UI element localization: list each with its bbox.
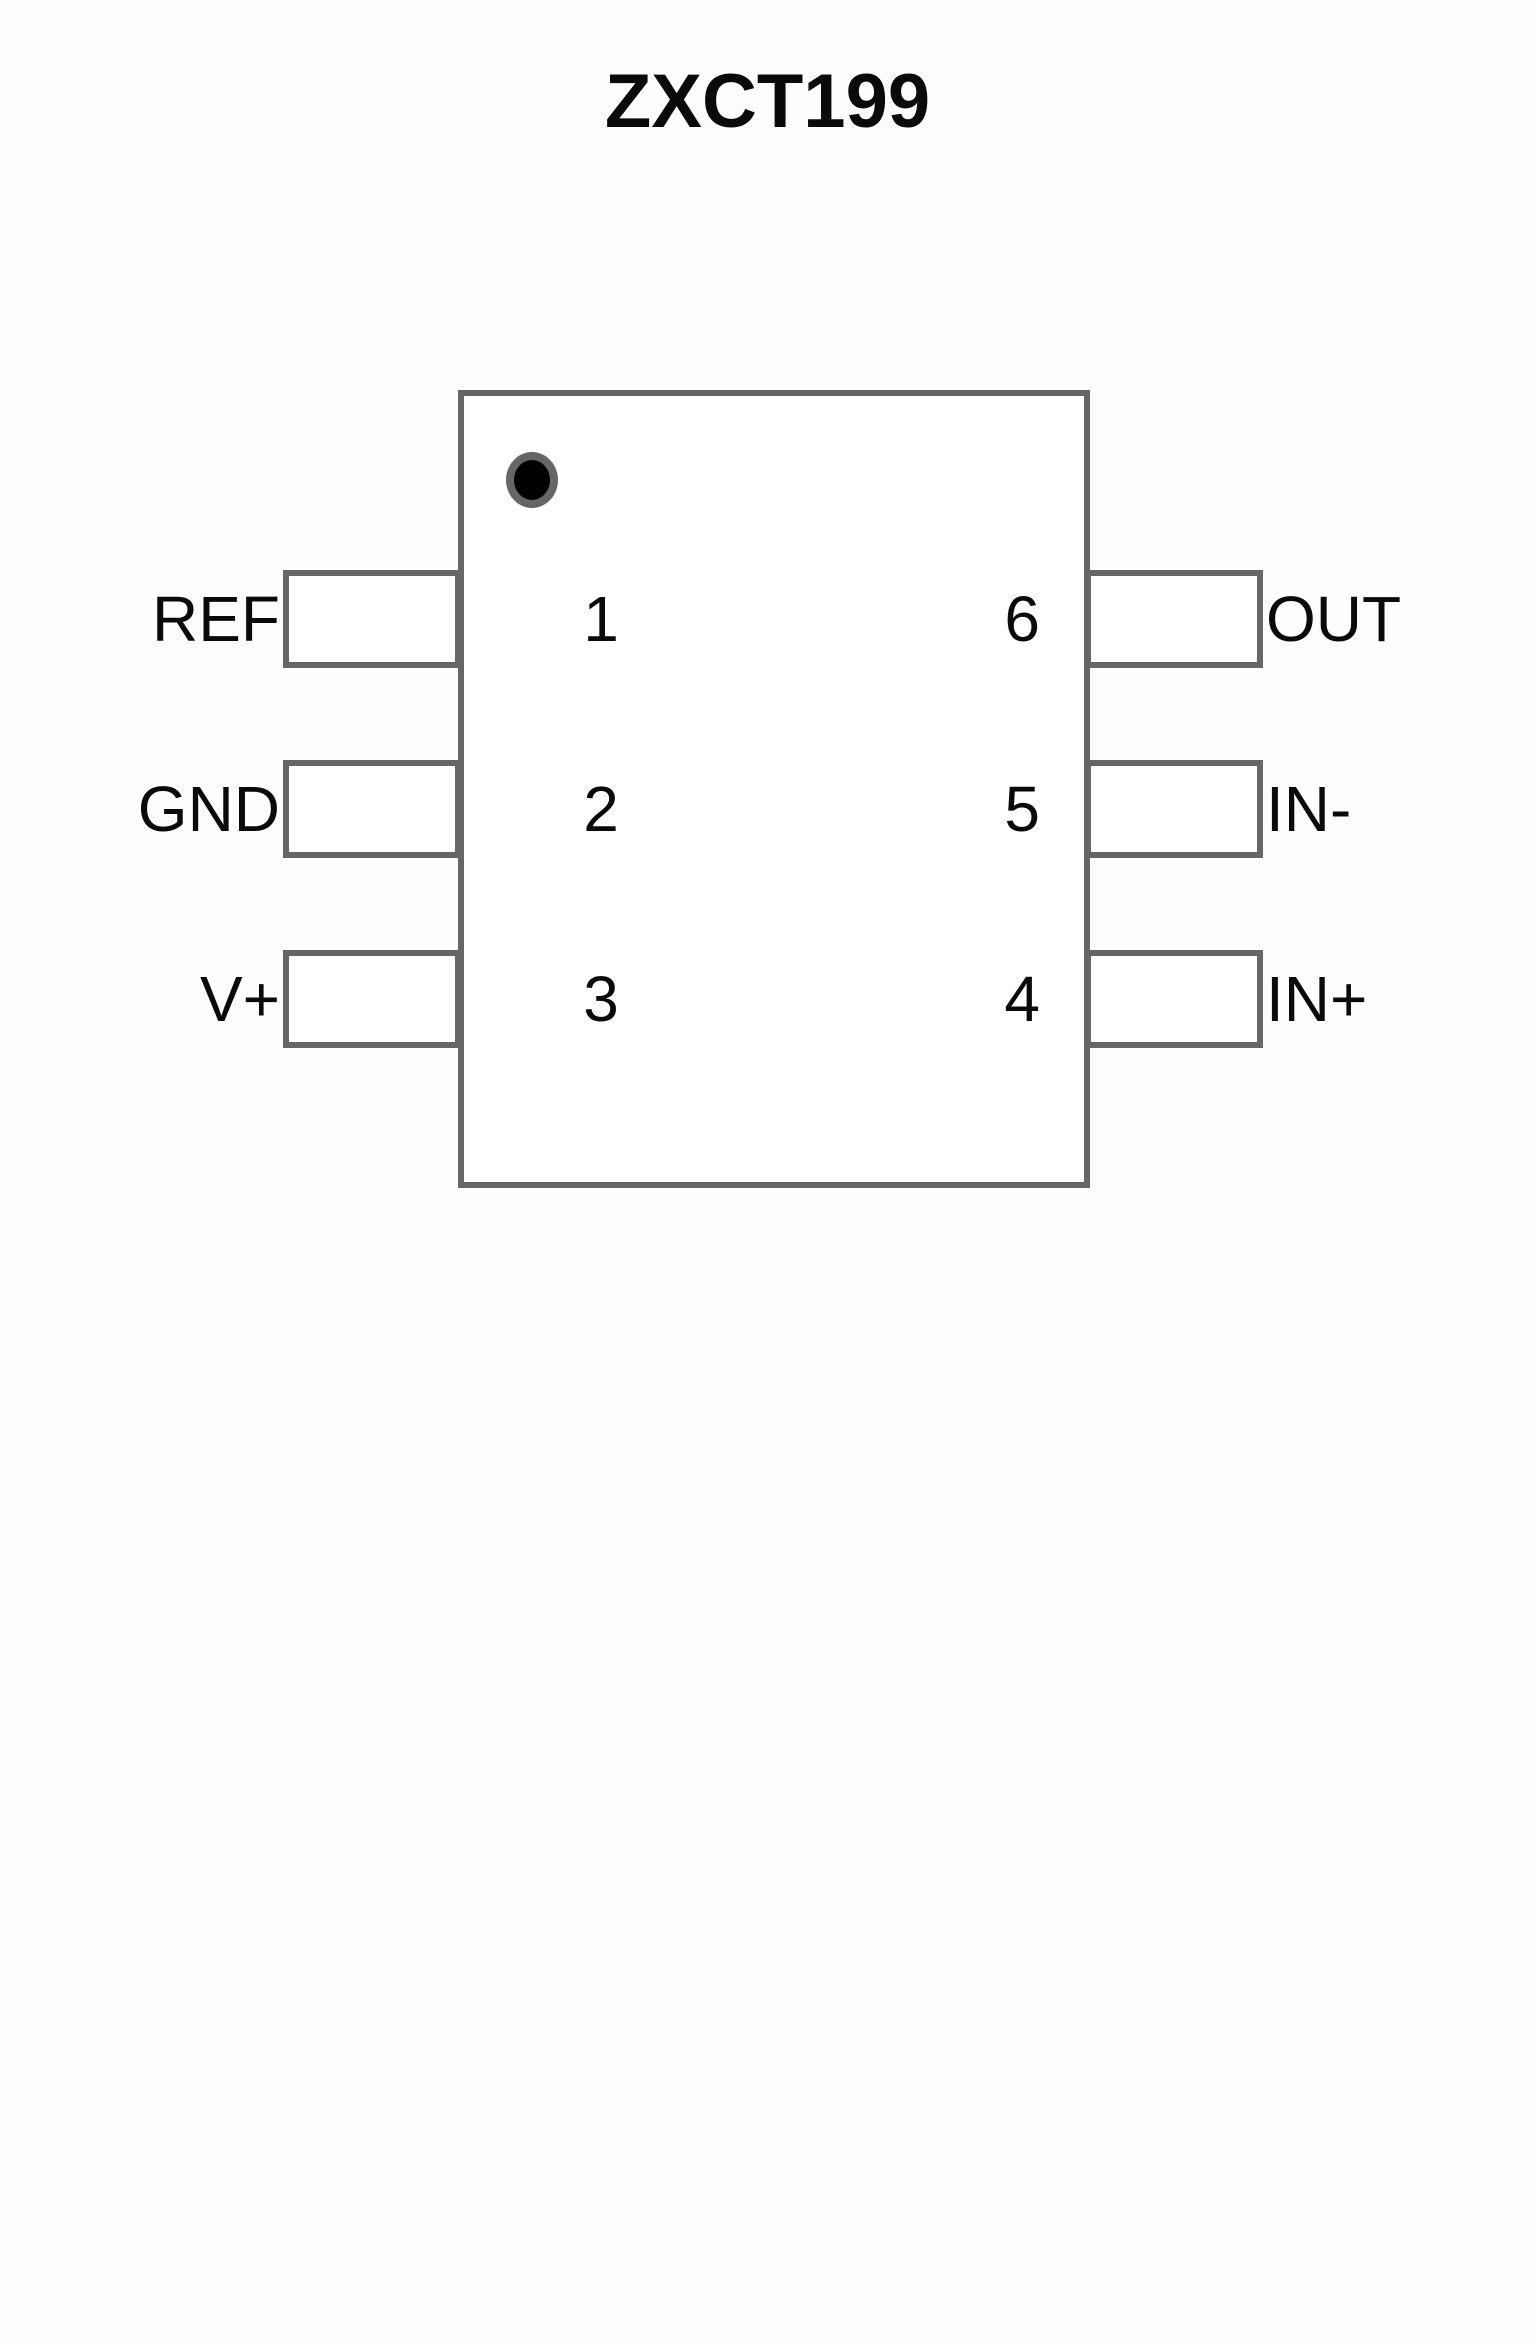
pin-label-out: OUT xyxy=(1266,583,1402,655)
pin-label-in-plus: IN+ xyxy=(1266,963,1368,1035)
pin-number-6: 6 xyxy=(1004,583,1040,655)
pin-label-gnd: GND xyxy=(137,773,280,845)
pin-lead-5 xyxy=(1085,760,1263,858)
pin-number-4: 4 xyxy=(1004,963,1040,1035)
pin-label-ref: REF xyxy=(152,583,280,655)
pin-number-2: 2 xyxy=(583,773,619,845)
pin-label-vplus: V+ xyxy=(199,963,280,1035)
ic-body-outline xyxy=(458,390,1090,1188)
pin-lead-1 xyxy=(283,570,461,668)
pin-number-5: 5 xyxy=(1004,773,1040,845)
pin-lead-4 xyxy=(1085,950,1263,1048)
pin-number-3: 3 xyxy=(583,963,619,1035)
page-title: ZXCT199 xyxy=(604,59,931,144)
pin-lead-6 xyxy=(1085,570,1263,668)
pin-lead-2 xyxy=(283,760,461,858)
pin1-marker-dot xyxy=(506,452,558,508)
pin-label-in-minus: IN- xyxy=(1266,773,1352,845)
pin-lead-3 xyxy=(283,950,461,1048)
ic-package-figure: 1 2 3 6 5 4 REF GND V+ OUT IN- IN+ xyxy=(137,390,1402,1188)
pin-number-1: 1 xyxy=(583,583,619,655)
